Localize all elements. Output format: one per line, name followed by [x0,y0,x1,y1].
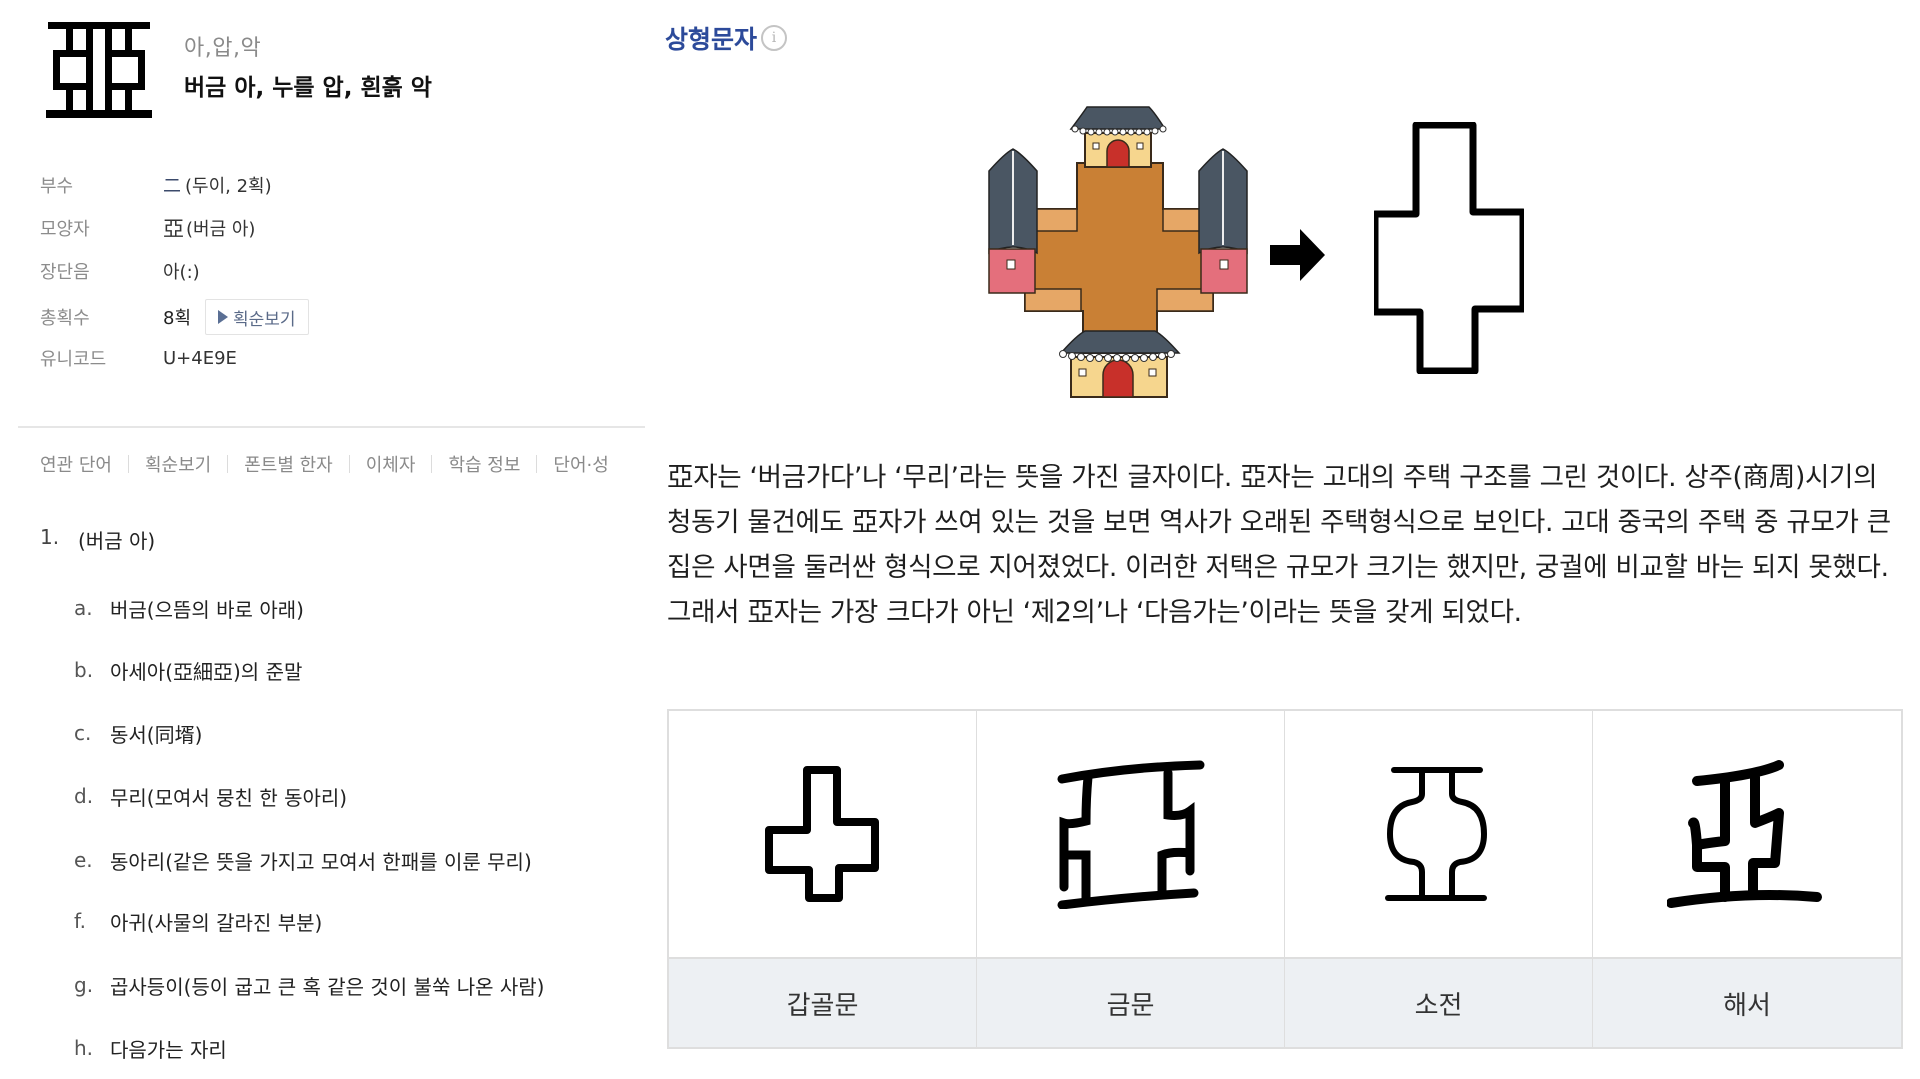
script-forms-table: 갑골문 금문 소전 해서 [667,709,1903,1049]
list-item-text: 아귀(사물의 갈라진 부분) [110,910,323,935]
arrow-right-icon [1270,229,1325,281]
oracle-bone-glyph [764,766,879,902]
shape-detail: (버금 아) [186,219,256,240]
section-divider [18,426,645,428]
tab-related-words[interactable]: 연관 단어 [40,455,112,476]
ya-character-icon [46,22,152,118]
strokes-label: 총획수 [40,308,90,329]
list-item: h. 다음가는 자리 [74,1033,227,1063]
tab-variants[interactable]: 이체자 [365,455,416,476]
bronze-label: 금문 [977,959,1285,1047]
small-seal-glyph [1384,767,1487,901]
stroke-order-button-label: 획순보기 [233,309,296,330]
shape-glyph-link[interactable]: 亞 [163,217,184,241]
list-item-letter: g. [74,973,94,997]
list-item-letter: b. [74,658,94,682]
pictograph-title: 상형문자 i [665,20,788,56]
sense-number: 1. [40,525,60,549]
sense-heading: 1. (버금 아) [40,525,155,554]
list-item-text: 무리(모여서 뭉친 한 동아리) [110,785,348,810]
pictograph-description: 亞자는 ‘버금가다’나 ‘무리’라는 뜻을 가진 글자이다. 亞자는 고대의 주… [667,462,1891,628]
oracle-bone-label: 갑골문 [669,959,977,1047]
list-item: f. 아귀(사물의 갈라진 부분) [74,906,322,936]
strokes-value: 8획 [163,308,192,329]
tab-study-info[interactable]: 학습 정보 [448,455,521,476]
unicode-value: U+4E9E [163,347,237,369]
list-item: a. 버금(으뜸의 바로 아래) [74,593,304,623]
small-seal-glyph-cell [1285,711,1593,959]
length-label: 장단음 [40,262,90,283]
list-item: d. 무리(모여서 뭉친 한 동아리) [74,781,347,811]
info-row-strokes: 총획수 8획 획순보기 [40,299,309,335]
list-item-letter: d. [74,784,94,808]
tab-separator [348,455,350,473]
list-item-letter: h. [74,1036,94,1060]
shape-label: 모양자 [40,219,90,240]
radical-detail: (두이, 2획) [185,176,272,197]
sense-heading-text: (버금 아) [78,529,156,553]
length-value: 아(:) [163,262,200,283]
info-row-length: 장단음 아(:) [40,256,200,286]
cross-outline-glyph [1374,122,1524,374]
tab-separator [431,455,433,473]
regular-script-glyph-cell [1593,711,1901,959]
list-item-text: 동서(同壻) [110,722,203,747]
list-item-letter: e. [74,848,93,872]
list-item-text: 버금(으뜸의 바로 아래) [110,597,304,622]
unicode-label: 유니코드 [40,349,107,370]
readings: 아,압,악 [184,36,262,61]
meaning: 버금 아, 누를 압, 흰흙 악 [184,75,432,101]
stroke-order-button[interactable]: 획순보기 [205,299,309,335]
tab-font-hanja[interactable]: 폰트별 한자 [244,455,333,476]
radical-label: 부수 [40,176,74,197]
tab-separator [127,455,129,473]
oracle-bone-glyph-cell [669,711,977,959]
tab-stroke-order[interactable]: 획순보기 [144,455,212,476]
list-item: g. 곱사등이(등이 굽고 큰 혹 같은 것이 불쑥 나온 사람) [74,970,544,1000]
info-circle-icon[interactable]: i [761,25,788,51]
pictograph-title-text: 상형문자 [665,25,758,54]
radical-link[interactable]: 二 [163,176,181,197]
list-item-text: 곱사등이(등이 굽고 큰 혹 같은 것이 불쑥 나온 사람) [110,974,545,999]
tab-separator [536,455,538,473]
info-row-unicode: 유니코드 U+4E9E [40,343,237,373]
list-item-text: 아세아(亞細亞)의 준말 [110,659,303,684]
bronze-glyph [1057,760,1204,909]
tab-separator [227,455,229,473]
list-item-letter: a. [74,596,93,620]
list-item-text: 다음가는 자리 [110,1037,227,1062]
bronze-glyph-cell [977,711,1285,959]
tab-words-idioms[interactable]: 단어·성 [553,455,609,476]
list-item-letter: c. [74,721,92,745]
list-item-letter: f. [74,909,86,933]
courtyard-house-illustration [988,106,1248,398]
regular-script-label: 해서 [1593,959,1901,1047]
list-item: e. 동아리(같은 뜻을 가지고 모여서 한패를 이룬 무리) [74,845,532,875]
section-tabs: 연관 단어 획순보기 폰트별 한자 이체자 학습 정보 단어·성 [40,450,645,478]
regular-script-glyph [1667,760,1822,908]
headword-glyph [44,14,154,124]
info-row-shape: 모양자 亞 (버금 아) [40,213,255,243]
small-seal-label: 소전 [1285,959,1593,1047]
list-item-text: 동아리(같은 뜻을 가지고 모여서 한패를 이룬 무리) [110,849,532,874]
list-item: b. 아세아(亞細亞)의 준말 [74,655,302,685]
info-row-radical: 부수 二 (두이, 2획) [40,170,272,200]
play-icon [218,310,229,324]
list-item: c. 동서(同壻) [74,718,202,748]
